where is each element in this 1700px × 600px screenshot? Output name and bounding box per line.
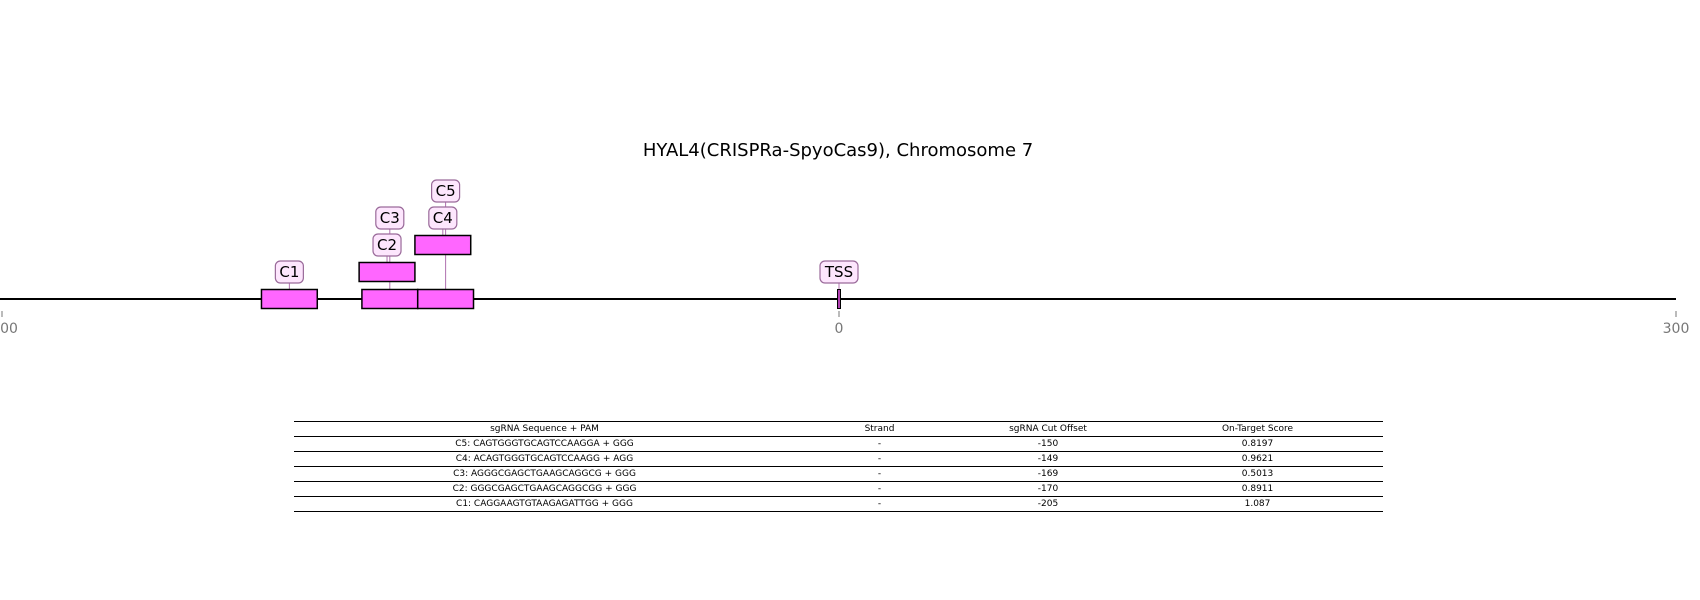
guide-box-c2 — [358, 261, 416, 283]
guide-label-c5: C5 — [436, 182, 456, 200]
guide-box-c5 — [416, 288, 475, 310]
column-header-strand: Strand — [795, 421, 964, 437]
tick-label: 0 — [835, 321, 844, 337]
table-row: C3: AGGGCGAGCTGAAGCAGGCG + GGG - -169 0.… — [294, 466, 1383, 482]
column-header-cut-offset: sgRNA Cut Offset — [964, 421, 1132, 437]
tick-label: -300 — [0, 321, 18, 337]
column-header-sequence: sgRNA Sequence + PAM — [294, 421, 795, 437]
guide-label-c1: C1 — [279, 263, 299, 281]
cell-score: 0.9621 — [1132, 451, 1383, 467]
guide-label-c4-box — [428, 206, 458, 230]
cell-strand: - — [795, 451, 964, 467]
cell-cut-offset: -170 — [964, 481, 1132, 497]
cell-score: 0.8911 — [1132, 481, 1383, 497]
cell-strand: - — [795, 496, 964, 512]
cell-score: 0.8197 — [1132, 436, 1383, 452]
guide-boxes — [260, 234, 841, 310]
guide-table-header-row: sgRNA Sequence + PAM Strand sgRNA Cut Of… — [294, 421, 1383, 437]
guide-label-c5-box — [431, 179, 461, 203]
guide-label-c2-box — [372, 233, 402, 257]
guide-label-c1-box — [274, 260, 304, 284]
cell-sequence: C4: ACAGTGGGTGCAGTCCAAGG + AGG — [294, 451, 795, 467]
cell-strand: - — [795, 466, 964, 482]
cell-cut-offset: -150 — [964, 436, 1132, 452]
cell-sequence: C2: GGGCGAGCTGAAGCAGGCGG + GGG — [294, 481, 795, 497]
guide-label-c3: C3 — [380, 209, 400, 227]
table-row: C4: ACAGTGGGTGCAGTCCAAGG + AGG - -149 0.… — [294, 451, 1383, 467]
axis: -300 0 300 — [0, 298, 1690, 337]
tss-marker — [837, 289, 841, 309]
guide-label-c4: C4 — [433, 209, 453, 227]
cell-cut-offset: -169 — [964, 466, 1132, 482]
tss-label-box — [819, 260, 859, 284]
chart-title: HYAL4(CRISPRa-SpyoCas9), Chromosome 7 — [643, 140, 1033, 161]
cell-cut-offset: -205 — [964, 496, 1132, 512]
guide-box-c1 — [260, 288, 319, 310]
cell-strand: - — [795, 481, 964, 497]
cell-sequence: C5: CAGTGGGTGCAGTCCAAGGA + GGG — [294, 436, 795, 452]
guide-box-c4 — [414, 234, 472, 256]
guide-label-c3-box — [375, 206, 405, 230]
cell-score: 1.087 — [1132, 496, 1383, 512]
guide-box-c3 — [361, 288, 419, 310]
column-header-score: On-Target Score — [1132, 421, 1383, 437]
cell-strand: - — [795, 436, 964, 452]
guide-table: sgRNA Sequence + PAM Strand sgRNA Cut Of… — [294, 421, 1383, 512]
cell-sequence: C3: AGGGCGAGCTGAAGCAGGCG + GGG — [294, 466, 795, 482]
cell-score: 0.5013 — [1132, 466, 1383, 482]
table-row: C5: CAGTGGGTGCAGTCCAAGGA + GGG - -150 0.… — [294, 436, 1383, 452]
table-row: C1: CAGGAAGTGTAAGAGATTGG + GGG - -205 1.… — [294, 496, 1383, 512]
cell-cut-offset: -149 — [964, 451, 1132, 467]
table-row: C2: GGGCGAGCTGAAGCAGGCGG + GGG - -170 0.… — [294, 481, 1383, 497]
cell-sequence: C1: CAGGAAGTGTAAGAGATTGG + GGG — [294, 496, 795, 512]
tss-label: TSS — [824, 263, 853, 281]
tick-label: 300 — [1663, 321, 1690, 337]
guide-label-c2: C2 — [377, 236, 397, 254]
